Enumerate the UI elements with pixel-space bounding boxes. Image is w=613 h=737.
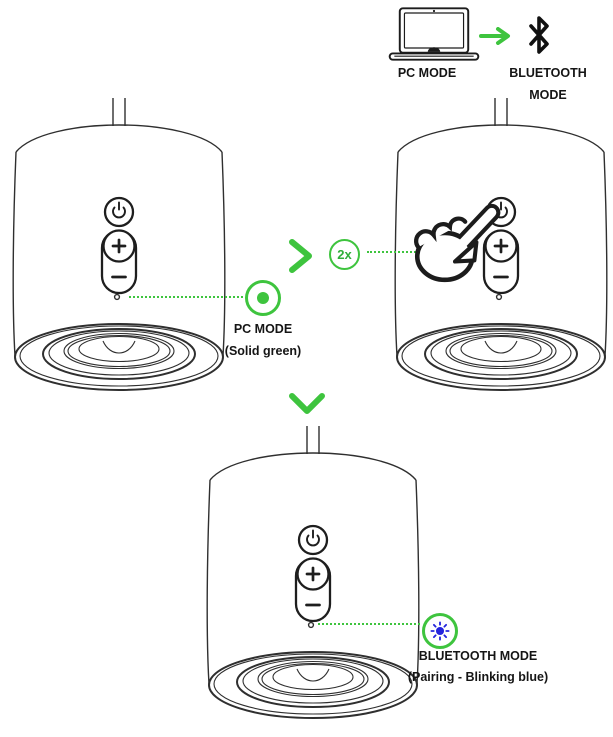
tap-hand-icon — [414, 203, 501, 283]
bluetooth-mode-annotation: BLUETOOTH MODE (Pairing - Blinking blue) — [407, 649, 549, 684]
chevron-down-icon — [289, 393, 325, 414]
chevron-right-icon — [289, 239, 312, 273]
dotted-connector-bluetooth-mode — [318, 623, 420, 625]
bluetooth-icon — [529, 16, 549, 54]
dotted-connector-pc-mode — [129, 296, 243, 298]
arrow-right-icon — [479, 27, 510, 45]
solid-green-dot-icon — [257, 292, 269, 304]
press-count-badge: 2x — [329, 239, 360, 270]
pc-mode-annotation: PC MODE (Solid green) — [224, 322, 302, 358]
pc-mode-status-indicator — [245, 280, 281, 316]
guide-bluetooth-mode-label: BLUETOOTH MODE — [509, 66, 587, 102]
laptop-icon — [388, 7, 480, 61]
guide-pc-mode-label: PC MODE — [397, 66, 457, 80]
dotted-connector-press — [367, 251, 416, 253]
blinking-blue-dot-icon — [430, 621, 450, 641]
bluetooth-status-indicator — [422, 613, 458, 649]
